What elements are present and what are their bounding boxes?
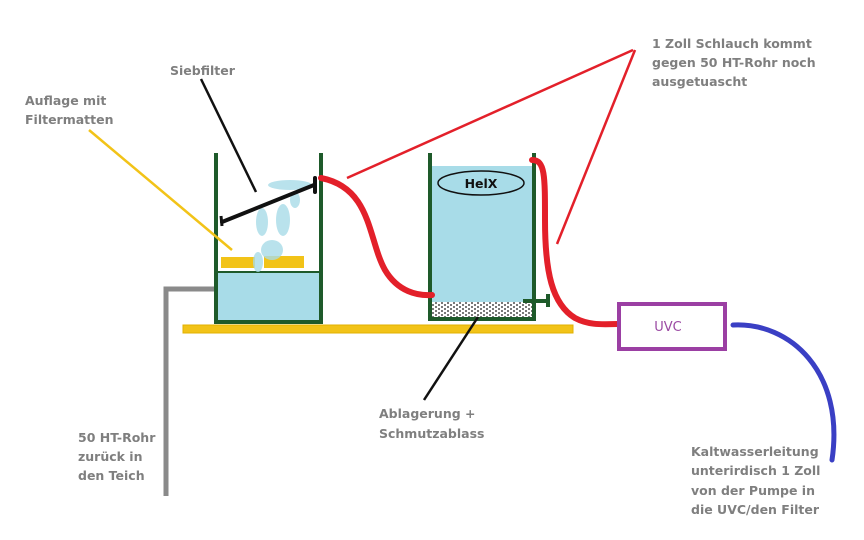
siebfilter-label: Siebfilter bbox=[170, 63, 236, 78]
sieve-filter-start bbox=[219, 215, 224, 227]
middle-tank bbox=[428, 153, 536, 321]
helx-ellipse bbox=[437, 170, 525, 196]
siebfilter-pointer bbox=[199, 78, 258, 193]
sieve-spray bbox=[253, 180, 312, 272]
filter-mat-left bbox=[221, 257, 255, 268]
red-hose-left bbox=[318, 175, 435, 299]
red-hose-right bbox=[529, 157, 621, 328]
uvc-unit bbox=[617, 302, 727, 351]
auflage-label: Auflage mit Filtermatten bbox=[25, 93, 114, 127]
kaltwasser-label: Kaltwasserleitung unterirdisch 1 Zoll vo… bbox=[691, 444, 825, 517]
schlauch-label: 1 Zoll Schlauch kommt gegen 50 HT-Rohr n… bbox=[652, 36, 820, 89]
helx-label: HelX bbox=[465, 176, 498, 191]
uvc-label: UVC bbox=[654, 320, 682, 335]
auflage-pointer bbox=[88, 129, 233, 251]
left-tank-water bbox=[218, 273, 319, 321]
ablagerung-pointer bbox=[422, 316, 480, 401]
sludge-layer bbox=[432, 302, 532, 318]
grey-return-pipe bbox=[163, 286, 235, 496]
ht-rohr-label: 50 HT-Rohr zurück in den Teich bbox=[78, 430, 160, 483]
blue-supply-pipe bbox=[730, 322, 837, 463]
yellow-platform bbox=[182, 324, 574, 334]
schlauch-pointer-left bbox=[346, 48, 634, 180]
ablagerung-label: Ablagerung + Schmutzablass bbox=[379, 406, 484, 441]
schlauch-pointer-right bbox=[555, 49, 637, 245]
sieve-filter-bar bbox=[220, 183, 316, 224]
